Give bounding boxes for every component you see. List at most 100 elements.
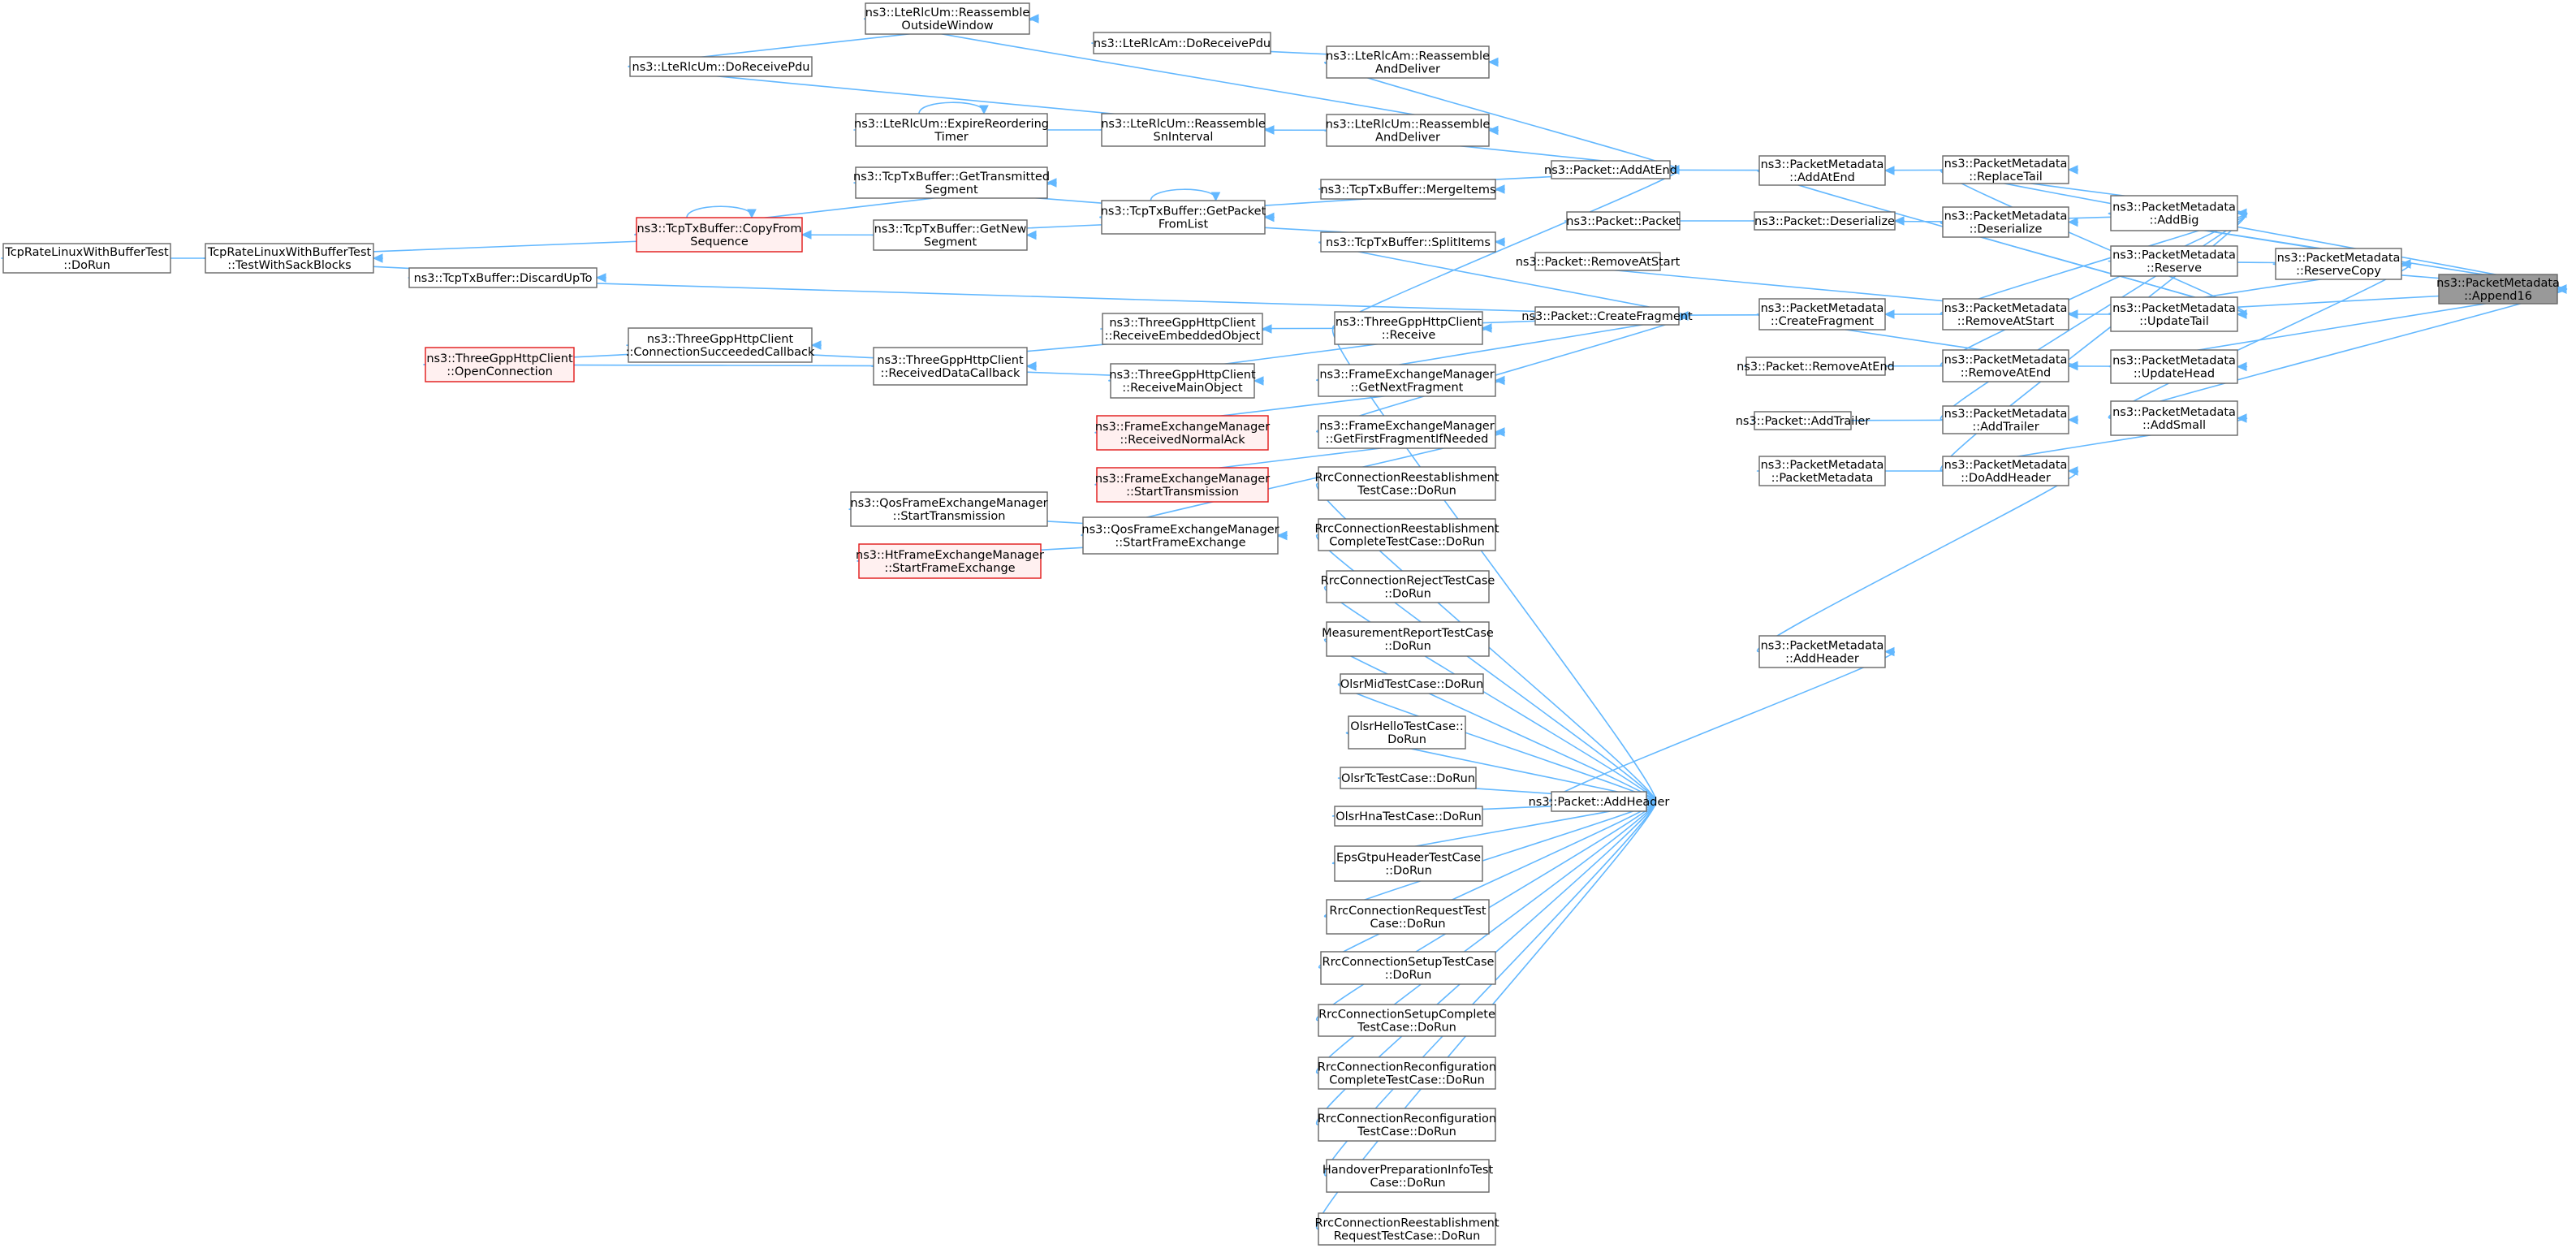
node-tcp_splititems[interactable]: ns3::TcpTxBuffer::SplitItems bbox=[1320, 231, 1496, 253]
node-removeatend[interactable]: ns3::PacketMetadata::RemoveAtEnd bbox=[1942, 349, 2069, 382]
node-box bbox=[1942, 405, 2069, 434]
node-label-line1: RrcConnectionReestablishment bbox=[1314, 523, 1499, 536]
node-p_removeatstart[interactable]: ns3::Packet::RemoveAtStart bbox=[1516, 252, 1681, 271]
node-box bbox=[850, 491, 1048, 527]
node-t9[interactable]: EpsGtpuHeaderTestCase::DoRun bbox=[1334, 845, 1483, 882]
node-t4[interactable]: MeasurementReportTestCase::DoRun bbox=[1322, 621, 1494, 657]
node-box bbox=[1096, 467, 1269, 503]
node-t8[interactable]: OlsrHnaTestCase::DoRun bbox=[1334, 806, 1483, 827]
call-edge bbox=[2108, 259, 2412, 419]
node-t11[interactable]: RrcConnectionSetupTestCase::DoRun bbox=[1320, 951, 1496, 985]
node-p_addatend[interactable]: ns3::Packet::AddAtEnd bbox=[1544, 160, 1677, 179]
node-t7[interactable]: OlsrTcTestCase::DoRun bbox=[1340, 767, 1477, 789]
node-removeatstart[interactable]: ns3::PacketMetadata::RemoveAtStart bbox=[1942, 298, 2069, 331]
node-label-line2: ::AddHeader bbox=[1785, 653, 1859, 666]
node-pm_addtrailer[interactable]: ns3::PacketMetadata::AddTrailer bbox=[1942, 405, 2069, 434]
node-t14[interactable]: RrcConnectionReconfigurationTestCase::Do… bbox=[1318, 1108, 1496, 1142]
node-p_removeatend[interactable]: ns3::Packet::RemoveAtEnd bbox=[1737, 356, 1895, 376]
node-reserve[interactable]: ns3::PacketMetadata::Reserve bbox=[2110, 245, 2238, 277]
node-replacetail[interactable]: ns3::PacketMetadata::ReplaceTail bbox=[1942, 155, 2069, 184]
node-pm_createfragment[interactable]: ns3::PacketMetadata::CreateFragment bbox=[1758, 298, 1886, 331]
node-label: OlsrTcTestCase::DoRun bbox=[1341, 772, 1475, 785]
node-tcprate_dorun[interactable]: TcpRateLinuxWithBufferTest::DoRun bbox=[2, 243, 171, 274]
node-t16[interactable]: RrcConnectionReestablishmentRequestTestC… bbox=[1314, 1212, 1499, 1246]
node-updatehead[interactable]: ns3::PacketMetadata::UpdateHead bbox=[2110, 349, 2238, 384]
node-pm_addheader[interactable]: ns3::PacketMetadata::AddHeader bbox=[1758, 635, 1886, 668]
node-fem_starttx[interactable]: ns3::FrameExchangeManager::StartTransmis… bbox=[1095, 467, 1270, 503]
node-tcp_mergeitems[interactable]: ns3::TcpTxBuffer::MergeItems bbox=[1320, 179, 1496, 200]
node-label: ns3::Packet::Deserialize bbox=[1754, 215, 1895, 228]
node-tcp_discard[interactable]: ns3::TcpTxBuffer::DiscardUpTo bbox=[408, 267, 598, 288]
node-updatetail[interactable]: ns3::PacketMetadata::UpdateTail bbox=[2110, 296, 2238, 332]
node-label: ns3::Packet::RemoveAtEnd bbox=[1737, 361, 1895, 374]
node-doaddheader[interactable]: ns3::PacketMetadata::DoAddHeader bbox=[1942, 456, 2069, 486]
node-http_connsucc[interactable]: ns3::ThreeGppHttpClient::ConnectionSucce… bbox=[626, 327, 815, 363]
node-append16[interactable]: ns3::PacketMetadata::Append16 bbox=[2436, 274, 2560, 305]
node-t5[interactable]: OlsrMidTestCase::DoRun bbox=[1340, 673, 1484, 694]
node-fem_getnext[interactable]: ns3::FrameExchangeManager::GetNextFragme… bbox=[1318, 364, 1496, 397]
node-p_addtrailer[interactable]: ns3::Packet::AddTrailer bbox=[1736, 411, 1871, 430]
node-label-line2: CompleteTestCase::DoRun bbox=[1329, 1074, 1485, 1087]
node-pm_deserialize[interactable]: ns3::PacketMetadata::Deserialize bbox=[1942, 206, 2069, 238]
node-label-line2: ::StartFrameExchange bbox=[1115, 537, 1245, 550]
node-label-line1: TcpRateLinuxWithBufferTest bbox=[4, 246, 169, 259]
node-fem_normalack[interactable]: ns3::FrameExchangeManager::ReceivedNorma… bbox=[1095, 415, 1270, 451]
node-tcprate_sack[interactable]: TcpRateLinuxWithBufferTest::TestWithSack… bbox=[205, 243, 374, 274]
node-box bbox=[205, 243, 374, 274]
node-p_deserialize[interactable]: ns3::Packet::Deserialize bbox=[1754, 211, 1896, 231]
node-http_embedded[interactable]: ns3::ThreeGppHttpClient::ReceiveEmbedded… bbox=[1102, 313, 1263, 345]
node-reservecopy[interactable]: ns3::PacketMetadata::ReserveCopy bbox=[2275, 248, 2402, 280]
node-label-line1: ns3::ThreeGppHttpClient bbox=[647, 333, 794, 346]
node-fem_getfirst[interactable]: ns3::FrameExchangeManager::GetFirstFragm… bbox=[1318, 415, 1496, 449]
node-http_receive[interactable]: ns3::ThreeGppHttpClient::Receive bbox=[1334, 311, 1483, 345]
node-label-line2: ::StartFrameExchange bbox=[884, 562, 1015, 575]
node-label-line1: ns3::PacketMetadata bbox=[1944, 408, 2068, 421]
node-box bbox=[2, 243, 171, 274]
node-p_packet[interactable]: ns3::Packet::Packet bbox=[1566, 211, 1681, 231]
node-t1[interactable]: RrcConnectionReestablishmentTestCase::Do… bbox=[1314, 466, 1499, 501]
node-label-line1: OlsrHelloTestCase:: bbox=[1350, 720, 1464, 733]
node-label-line1: RrcConnectionReconfiguration bbox=[1318, 1113, 1496, 1126]
node-pm_packetmetadata[interactable]: ns3::PacketMetadata::PacketMetadata bbox=[1758, 456, 1886, 486]
node-label-line2: Segment bbox=[924, 236, 977, 249]
node-http_open[interactable]: ns3::ThreeGppHttpClient::OpenConnection bbox=[425, 347, 575, 382]
node-t6[interactable]: OlsrHelloTestCase::DoRun bbox=[1348, 715, 1466, 750]
node-p_createfragment[interactable]: ns3::Packet::CreateFragment bbox=[1521, 306, 1693, 326]
node-t3[interactable]: RrcConnectionRejectTestCase::DoRun bbox=[1321, 570, 1495, 603]
node-http_datacb[interactable]: ns3::ThreeGppHttpClient::ReceivedDataCal… bbox=[873, 347, 1028, 386]
node-addsmall[interactable]: ns3::PacketMetadata::AddSmall bbox=[2110, 400, 2238, 436]
node-label-line1: ns3::PacketMetadata bbox=[2112, 302, 2236, 315]
node-box bbox=[1326, 1159, 1490, 1193]
node-label-line2: ::Reserve bbox=[2147, 262, 2202, 275]
node-t13[interactable]: RrcConnectionReconfigurationCompleteTest… bbox=[1318, 1056, 1496, 1090]
node-label-line2: ::DoRun bbox=[63, 259, 110, 272]
node-label-line1: RrcConnectionReestablishment bbox=[1314, 472, 1499, 485]
node-rlcam_doreceive[interactable]: ns3::LteRlcAm::DoReceivePdu bbox=[1093, 32, 1271, 54]
node-rlcum_doreceive[interactable]: ns3::LteRlcUm::DoReceivePdu bbox=[629, 56, 813, 77]
node-http_main[interactable]: ns3::ThreeGppHttpClient::ReceiveMainObje… bbox=[1109, 363, 1256, 399]
node-pm_addatend[interactable]: ns3::PacketMetadata::AddAtEnd bbox=[1758, 155, 1886, 186]
node-label-line2: Sequence bbox=[690, 235, 749, 248]
node-qos_startfe[interactable]: ns3::QosFrameExchangeManager::StartFrame… bbox=[1081, 516, 1279, 555]
node-box bbox=[1745, 356, 1886, 376]
node-qos_starttx[interactable]: ns3::QosFrameExchangeManager::StartTrans… bbox=[850, 491, 1048, 527]
node-addbig[interactable]: ns3::PacketMetadata::AddBig bbox=[2110, 195, 2238, 231]
node-label-line1: ns3::PacketMetadata bbox=[1944, 302, 2068, 315]
node-box bbox=[2110, 349, 2238, 384]
node-t12[interactable]: RrcConnectionSetupCompleteTestCase::DoRu… bbox=[1318, 1004, 1496, 1037]
node-ht_startfe[interactable]: ns3::HtFrameExchangeManager::StartFrameE… bbox=[856, 543, 1044, 579]
node-box bbox=[1320, 231, 1496, 253]
node-p_addheader[interactable]: ns3::Packet::AddHeader bbox=[1529, 791, 1670, 812]
node-t2[interactable]: RrcConnectionReestablishmentCompleteTest… bbox=[1314, 518, 1499, 551]
